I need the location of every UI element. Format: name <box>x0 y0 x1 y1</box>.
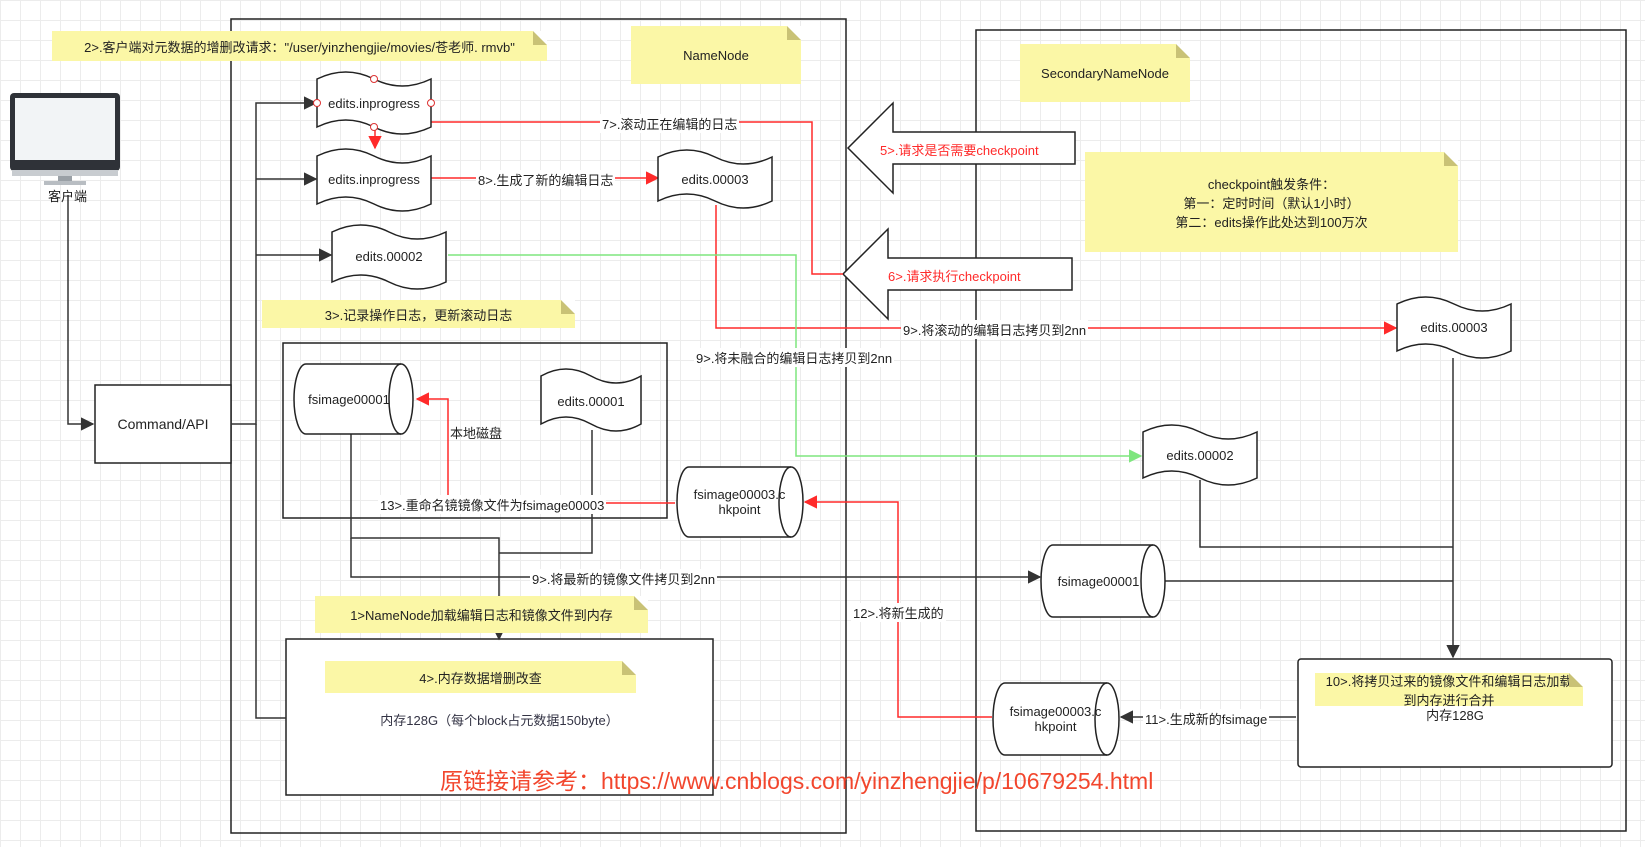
edits-inprogress-new-shape <box>316 148 432 212</box>
namenode-title: NameNode <box>683 47 749 63</box>
note-step1: 1>NameNode加载编辑日志和镜像文件到内存 <box>315 596 648 633</box>
step9c-label: 9>.将最新的镜像文件拷贝到2nn <box>530 569 718 588</box>
checkpoint-conditions-note: checkpoint触发条件： 第一：定时时间（默认1小时） 第二：edits操… <box>1085 152 1458 252</box>
fsimage-to-2nn-line <box>350 538 1042 584</box>
connection-point <box>370 75 378 83</box>
namenode-title-note: NameNode <box>631 26 801 84</box>
source-link-watermark: 原链接请参考：https://www.cnblogs.com/yinzhengj… <box>440 768 1154 794</box>
memory-label: 内存128G（每个block占元数据150byte） <box>380 712 619 728</box>
step9a-label: 9>.将滚动的编辑日志拷贝到2nn <box>901 320 1089 339</box>
step5-label: 5>.请求是否需要checkpoint <box>880 143 1039 158</box>
note-step4: 4>.内存数据增删改查 <box>325 661 636 693</box>
connection-point <box>313 99 321 107</box>
fsimage-checkpoint-label: fsimage00003.c hkpoint <box>693 487 786 517</box>
command-api-label: Command/API <box>117 416 209 432</box>
sn-fsimage-checkpoint-label: fsimage00003.c hkpoint <box>1009 704 1102 734</box>
note-step2-text: 2>.客户端对元数据的增删改请求："/user/yinzhengjie/movi… <box>84 39 515 55</box>
fsimage00001-cylinder <box>293 363 414 435</box>
connection-point <box>427 99 435 107</box>
sn-edits00003-label: edits.00003 <box>1420 319 1488 335</box>
note-merge: 10>.将拷贝过来的镜像文件和编辑日志加载 到内存进行合并 <box>1315 673 1583 708</box>
edits-inprogress-new-label: edits.inprogress <box>328 171 420 187</box>
sn-edits00002-label: edits.00002 <box>1166 447 1234 463</box>
sn-edits00002-shape <box>1142 424 1258 486</box>
connection-points <box>313 75 435 131</box>
checkpoint-query-arrow <box>846 101 1076 195</box>
sn-fsimage00001-cylinder <box>1040 544 1166 618</box>
monitor-icon <box>10 93 120 185</box>
note-step1-text: 1>NameNode加载编辑日志和镜像文件到内存 <box>350 608 613 623</box>
command-to-inprogress-line <box>231 96 318 425</box>
local-disk-box <box>282 342 668 519</box>
edits00003-shape <box>657 149 773 209</box>
client-to-command-line <box>67 195 95 431</box>
bus-to-memory-line <box>255 424 286 719</box>
edits00002-shape <box>331 224 447 290</box>
step8-label: 8>.生成了新的编辑日志 <box>476 170 616 189</box>
client-label: 客户端 <box>48 189 88 204</box>
fsimage00001-label: fsimage00001 <box>308 391 390 407</box>
edits00002-label: edits.00002 <box>355 248 423 264</box>
step6-label: 6>.请求执行checkpoint <box>888 269 1021 284</box>
sn-fsimage00001-label: fsimage00001 <box>1057 573 1140 589</box>
fsimage-to-memory-line <box>350 433 506 641</box>
note-step3-text: 3>.记录操作日志，更新滚动日志 <box>324 307 513 323</box>
command-api-box <box>94 384 232 464</box>
secondary-title: SecondaryNameNode <box>1041 65 1169 81</box>
step9b-label: 9>.将未融合的编辑日志拷贝到2nn <box>694 348 895 367</box>
checkpoint-execute-arrow <box>841 227 1073 321</box>
secondary-title-note: SecondaryNameNode <box>1020 44 1190 102</box>
edits-inprogress-old-shape <box>316 71 432 135</box>
copy-rolled-edits-line <box>715 205 1398 335</box>
sn-memory-label: 内存128G <box>1426 707 1484 723</box>
checkpoint-conditions-text: checkpoint触发条件： 第一：定时时间（默认1小时） 第二：edits操… <box>1175 176 1368 230</box>
step13-label: 13>.重命名镜镜像文件为fsimage00003 <box>378 495 607 514</box>
edits-inprogress-old-label: edits.inprogress <box>328 95 420 111</box>
sn-fsimage-checkpoint-cylinder <box>992 682 1120 756</box>
note-step2: 2>.客户端对元数据的增删改请求："/user/yinzhengjie/movi… <box>52 31 547 61</box>
connection-point <box>370 123 378 131</box>
edits00001-shape <box>540 368 642 432</box>
step7-label: 7>.滚动正在编辑的日志 <box>600 114 740 133</box>
note-step3: 3>.记录操作日志，更新滚动日志 <box>262 300 575 328</box>
secondary-namenode-container <box>975 29 1627 832</box>
sn-edits00003-shape <box>1396 296 1512 359</box>
note-merge-text: 10>.将拷贝过来的镜像文件和编辑日志加载 到内存进行合并 <box>1325 673 1573 708</box>
step11-label: 11>.生成新的fsimage <box>1143 709 1270 728</box>
local-disk-label: 本地磁盘 <box>450 426 503 441</box>
sn-edits00002-to-merge-line <box>1199 480 1453 548</box>
edits00001-to-memory-line <box>499 430 593 554</box>
connector-lines <box>67 96 1460 724</box>
edits00003-label: edits.00003 <box>681 171 749 187</box>
step12-label: 12>.将新生成的 <box>851 603 946 622</box>
note-step4-text: 4>.内存数据增删改查 <box>419 670 542 686</box>
edits00001-label: edits.00001 <box>557 393 625 409</box>
fsimage-checkpoint-cylinder <box>676 466 804 538</box>
